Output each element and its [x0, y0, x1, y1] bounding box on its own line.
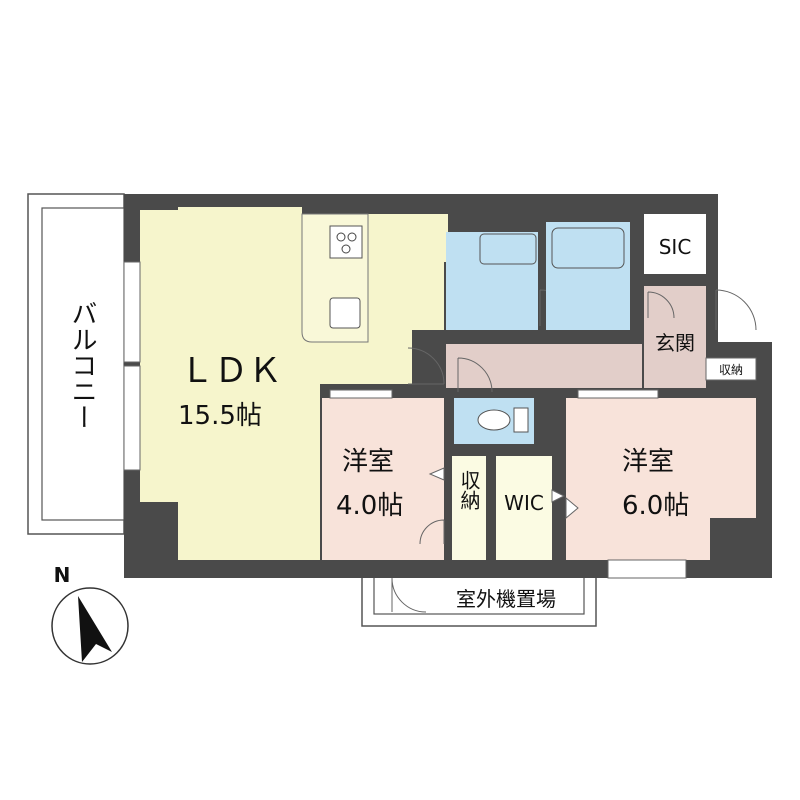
stove-burner-icon [336, 232, 346, 242]
ldk-room [123, 207, 448, 560]
entrance-storage-label: 収納 [719, 363, 743, 377]
entrance-label: 玄関 [655, 331, 695, 355]
western-room-4-size: 4.0帖 [336, 491, 403, 521]
balcony-label: バルコニー [67, 300, 97, 430]
north-arrow-icon [78, 596, 112, 662]
outdoor-unit-label: 室外機置場 [456, 587, 556, 611]
western-room-6 [565, 389, 756, 579]
balcony [27, 193, 138, 535]
bathtub-icon [551, 227, 625, 269]
sic-label: SIC [659, 235, 692, 259]
stove-burner-icon [347, 232, 357, 242]
shoe-closet [644, 214, 706, 274]
compass: N [51, 563, 129, 665]
storage-closet [452, 456, 486, 560]
western-room-6-name: 洋室 [622, 447, 674, 477]
ldk-name: ＬＤＫ [180, 351, 282, 391]
storage-label: 収納 [457, 470, 481, 510]
washroom [446, 232, 577, 330]
western-room-4-name: 洋室 [342, 447, 394, 477]
western-room-6-size: 6.0帖 [622, 491, 689, 521]
toilet [454, 398, 534, 444]
walk-in-closet [496, 456, 566, 560]
ldk-size: 15.5帖 [178, 401, 262, 431]
compass-north-label: N [54, 563, 71, 587]
kitchen-sink-icon [329, 297, 361, 329]
bathroom [546, 222, 630, 330]
entrance [644, 286, 757, 388]
toilet-icon [477, 409, 511, 431]
hallway [407, 344, 642, 393]
wic-label: WIC [504, 491, 544, 515]
stove-burner-icon [341, 244, 351, 254]
washbasin-icon [479, 233, 537, 265]
outdoor-unit-area [361, 575, 597, 627]
western-room-4 [322, 389, 445, 560]
